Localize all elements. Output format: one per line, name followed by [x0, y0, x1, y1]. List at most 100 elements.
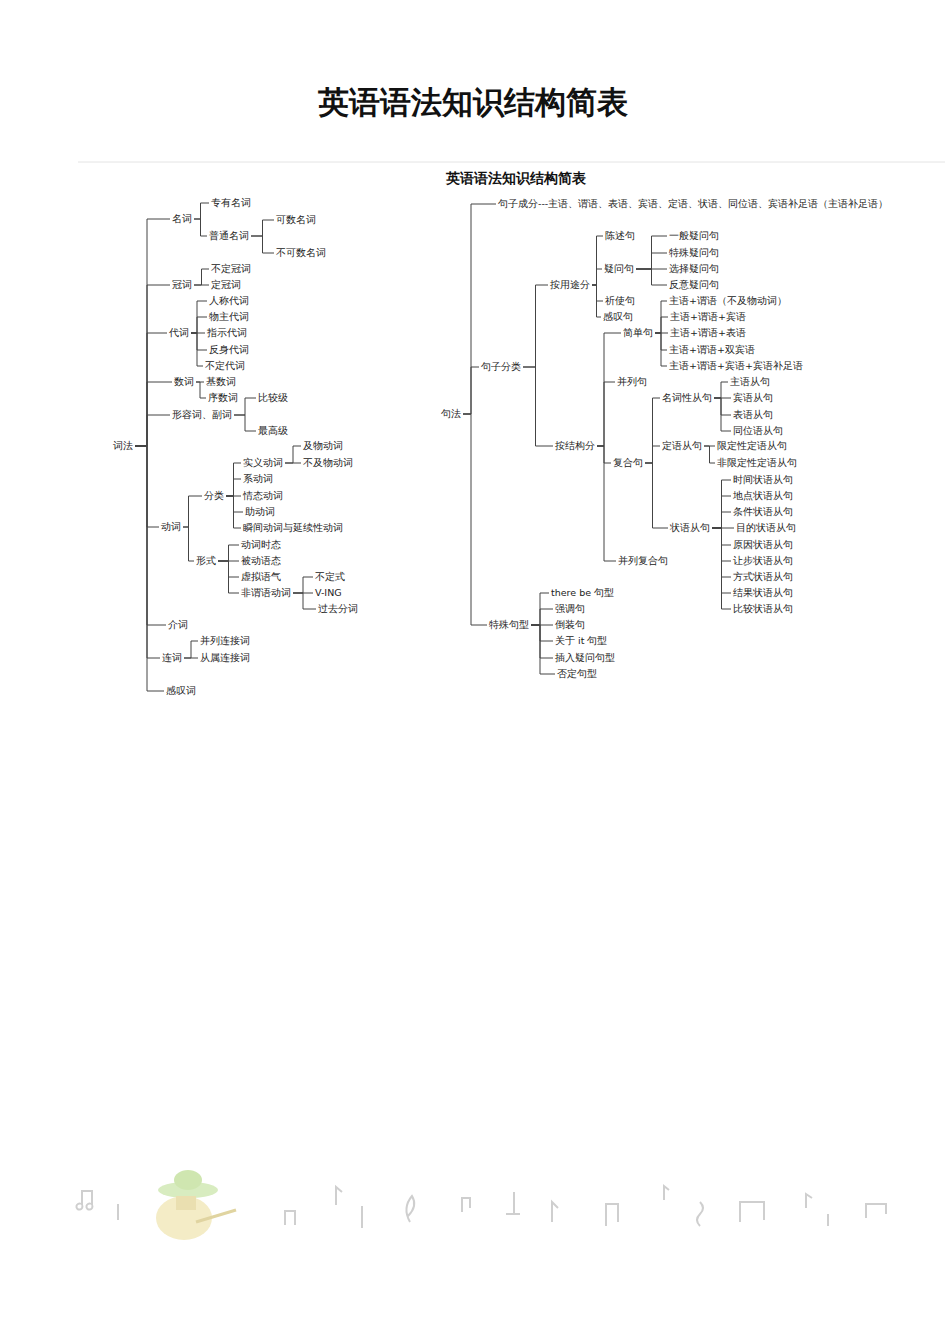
tree-node: 分类 — [203, 490, 225, 502]
node-text: 助动词 — [245, 506, 275, 517]
bracket-connector — [184, 641, 198, 658]
node-text: 句法 — [441, 408, 461, 419]
node-text: 人称代词 — [209, 295, 249, 306]
node-text: 代词 — [169, 327, 189, 338]
tree-node: 不定冠词 — [210, 263, 252, 275]
node-text: 按用途分 — [550, 279, 590, 290]
diagram-heading: 英语语法知识结构简表 — [0, 170, 945, 188]
node-text: 定冠词 — [211, 279, 241, 290]
tree-node: 句子分类 — [480, 361, 522, 373]
node-text: 特殊句型 — [489, 619, 529, 630]
node-text: 普通名词 — [209, 230, 249, 241]
bracket-connector — [226, 496, 243, 512]
bracket-connector — [531, 625, 555, 674]
bracket-connector — [191, 301, 207, 333]
node-text: 特殊疑问句 — [669, 247, 719, 258]
bracket-connector — [712, 512, 731, 528]
tree-node: 句子成分---主语、谓语、表语、宾语、定语、状语、同位语、宾语补足语（主语补足语… — [497, 198, 889, 210]
bracket-connector — [135, 219, 170, 446]
tree-node: 句法 — [440, 408, 462, 420]
node-text: 疑问句 — [604, 263, 634, 274]
node-text: 分类 — [204, 490, 224, 501]
bracket-connector — [463, 204, 496, 414]
node-text: 表语从句 — [733, 409, 773, 420]
bracket-connector — [592, 269, 602, 285]
node-text: 反身代词 — [209, 344, 249, 355]
node-text: 祈使句 — [605, 295, 635, 306]
tree-node: 形容词、副词 — [171, 409, 233, 421]
tree-node: 反意疑问句 — [668, 279, 720, 291]
bracket-connector — [183, 527, 194, 561]
bracket-connector — [592, 285, 603, 301]
node-text: 从属连接词 — [200, 652, 250, 663]
node-text: 不及物动词 — [303, 457, 353, 468]
tree-node: 否定句型 — [556, 668, 598, 680]
tree-node: 过去分词 — [317, 603, 359, 615]
node-text: 指示代词 — [207, 327, 247, 338]
node-text: 虚拟语气 — [241, 571, 281, 582]
node-text: 系动词 — [243, 473, 273, 484]
tree-node: 反身代词 — [208, 344, 250, 356]
node-text: 状语从句 — [670, 522, 710, 533]
bracket-connector — [645, 446, 660, 463]
tree-node: 复合句 — [612, 457, 644, 469]
tree-node: 主语+谓语+双宾语 — [668, 344, 756, 356]
node-text: 并列连接词 — [200, 635, 250, 646]
tree-node: 感叹句 — [602, 311, 634, 323]
node-text: 让步状语从句 — [733, 555, 793, 566]
tree-node: 并列连接词 — [199, 635, 251, 647]
bracket-connector — [218, 545, 239, 561]
tree-node: 关于 it 句型 — [554, 635, 608, 647]
node-text: 简单句 — [623, 327, 653, 338]
node-text: 主语+谓语+宾语+宾语补足语 — [669, 360, 803, 371]
tree-node: 及物动词 — [302, 440, 344, 452]
bracket-connector — [191, 317, 207, 333]
tree-node: V-ING — [314, 587, 343, 599]
tree-node: 连词 — [161, 652, 183, 664]
tree-node: 祈使句 — [604, 295, 636, 307]
node-text: 瞬间动词与延续性动词 — [243, 522, 343, 533]
bracket-connector — [135, 446, 166, 625]
bracket-connector — [196, 382, 206, 398]
tree-node: 简单句 — [622, 327, 654, 339]
node-text: 感叹词 — [166, 685, 196, 696]
bracket-connector — [655, 333, 667, 366]
bracket-connector — [645, 463, 668, 528]
bracket-connector — [714, 398, 731, 415]
bracket-connector — [135, 446, 164, 691]
tree-node: 序数词 — [207, 392, 239, 404]
tree-node: 助动词 — [244, 506, 276, 518]
bracket-connector — [226, 463, 241, 496]
bracket-connector — [293, 593, 316, 609]
node-text: 比较状语从句 — [733, 603, 793, 614]
node-text: 主语+谓语+表语 — [670, 327, 746, 338]
tree-node: 比较状语从句 — [732, 603, 794, 615]
tree-node: 基数词 — [205, 376, 237, 388]
tree-node: 状语从句 — [669, 522, 711, 534]
node-text: 一般疑问句 — [669, 230, 719, 241]
tree-node: 非谓语动词 — [240, 587, 292, 599]
tree-node: 瞬间动词与延续性动词 — [242, 522, 344, 534]
tree-node: 普通名词 — [208, 230, 250, 242]
tree-node: 方式状语从句 — [732, 571, 794, 583]
node-text: 不可数名词 — [276, 247, 326, 258]
node-text: 数词 — [174, 376, 194, 387]
node-text: 倒装句 — [555, 619, 585, 630]
node-text: 目的状语从句 — [736, 522, 796, 533]
tree-node: 非限定性定语从句 — [716, 457, 798, 469]
node-text: 名词 — [172, 213, 192, 224]
node-text: V-ING — [315, 587, 342, 598]
node-text: 强调句 — [555, 603, 585, 614]
title-text: 英语语法知识结构简表 — [318, 84, 628, 120]
node-text: 不定式 — [315, 571, 345, 582]
node-text: 主语+谓语+双宾语 — [669, 344, 755, 355]
tree-node: 定冠词 — [210, 279, 242, 291]
tree-node: 动词时态 — [240, 539, 282, 551]
node-text: 并列句 — [617, 376, 647, 387]
node-text: 冠词 — [172, 279, 192, 290]
node-text: 并列复合句 — [618, 555, 668, 566]
bracket-connector — [191, 333, 203, 366]
tree-node: 让步状语从句 — [732, 555, 794, 567]
tree-node: 特殊句型 — [488, 619, 530, 631]
tree-node: 不定式 — [314, 571, 346, 583]
